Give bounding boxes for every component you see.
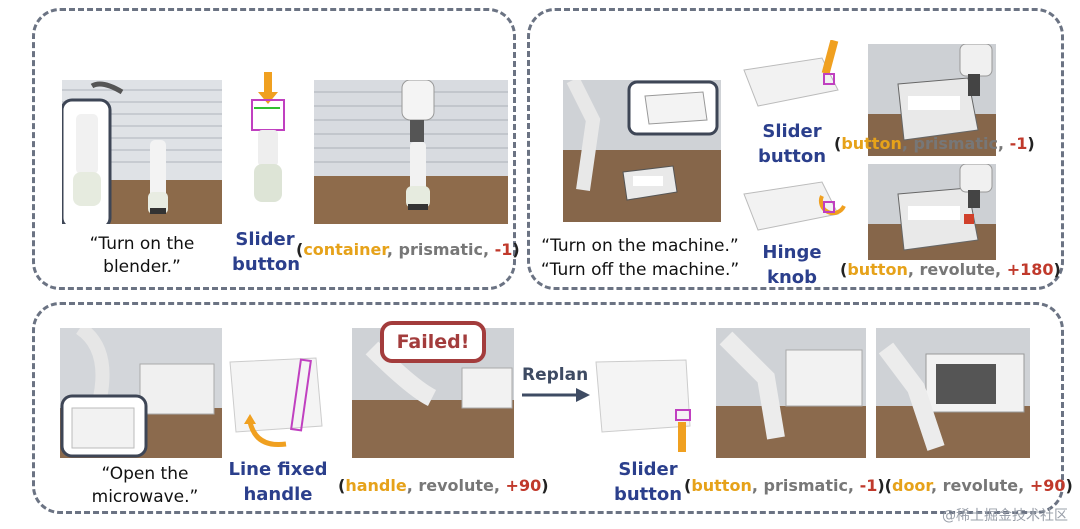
panel-microwave [32,302,1064,514]
param-object: container [303,240,387,259]
microwave-failed-photo [352,328,514,458]
machine-part2-label-line2: knob [766,267,818,288]
microwave-param1-tuple: (handle, revolute, +90) [338,476,549,495]
machine-param2-tuple: (button, revolute, +180) [840,260,1061,279]
replan-arrow-icon [522,388,590,402]
param-joint-type: , revolute, [406,476,506,495]
machine-scene-photo [563,80,721,222]
failed-badge: Failed! [380,321,486,363]
param-close: ) [512,240,520,259]
param-object: door [891,476,931,495]
blender-scene-photo [62,80,222,224]
param-value: -1 [1009,134,1028,153]
machine-robot-photo-off [868,164,996,260]
blender-instruction-line1: “Turn on the [89,234,195,254]
microwave-instruction-line1: “Open the [101,464,189,484]
microwave-part2-label-line1: Slider [618,459,678,480]
microwave-instruction-line2: microwave.” [91,487,199,507]
param-joint-type: , prismatic, [751,476,860,495]
watermark: @稀土掘金技术社区 [942,508,1068,524]
panel-blender [32,8,516,290]
blender-slider-render [240,68,294,210]
microwave-part2-label-line2: button [613,484,683,505]
machine-part1-label-line1: Slider [762,121,822,142]
blender-part-label-line2: button [232,254,301,275]
machine-part2-label-line1: Hinge [762,242,822,263]
param-value: +90 [505,476,542,495]
machine-part1-label-line2: button [757,146,827,167]
machine-hinge-render [738,172,850,242]
microwave-slider-render [592,352,704,456]
param-value: +180 [1006,260,1054,279]
param-open: ( [296,240,304,259]
replan-label: Replan [522,365,589,385]
microwave-handle-render [226,352,340,456]
panel-machine [527,8,1064,290]
microwave-part1-label-line1: Line fixed [228,459,328,480]
blender-param-tuple: (container, prismatic, -1) [296,240,520,259]
param-joint-type: , prismatic, [386,240,495,259]
machine-param1-tuple: (button, prismatic, -1) [834,134,1035,153]
machine-instruction-line2: “Turn off the machine.” [540,260,740,280]
microwave-scene-photo [60,328,222,458]
param-object: handle [345,476,407,495]
blender-robot-photo [314,80,508,224]
machine-instruction-line1: “Turn on the machine.” [541,236,739,256]
machine-slider-render [738,40,850,114]
param-joint-type: , revolute, [930,476,1030,495]
param-value: +90 [1029,476,1066,495]
param-object: button [847,260,908,279]
machine-robot-photo-on [868,44,996,156]
blender-instruction-line2: blender.” [103,257,181,277]
param-value: -1 [859,476,878,495]
microwave-robot-photo-2 [876,328,1030,458]
param-joint-type: , revolute, [907,260,1007,279]
param-object: button [841,134,902,153]
microwave-param2-tuple: (button, prismatic, -1)(door, revolute, … [684,476,1073,495]
blender-part-label-line1: Slider [235,229,295,250]
microwave-robot-photo-1 [716,328,866,458]
param-object: button [691,476,752,495]
param-joint-type: , prismatic, [901,134,1010,153]
param-value: -1 [494,240,513,259]
microwave-part1-label-line2: handle [243,484,313,505]
